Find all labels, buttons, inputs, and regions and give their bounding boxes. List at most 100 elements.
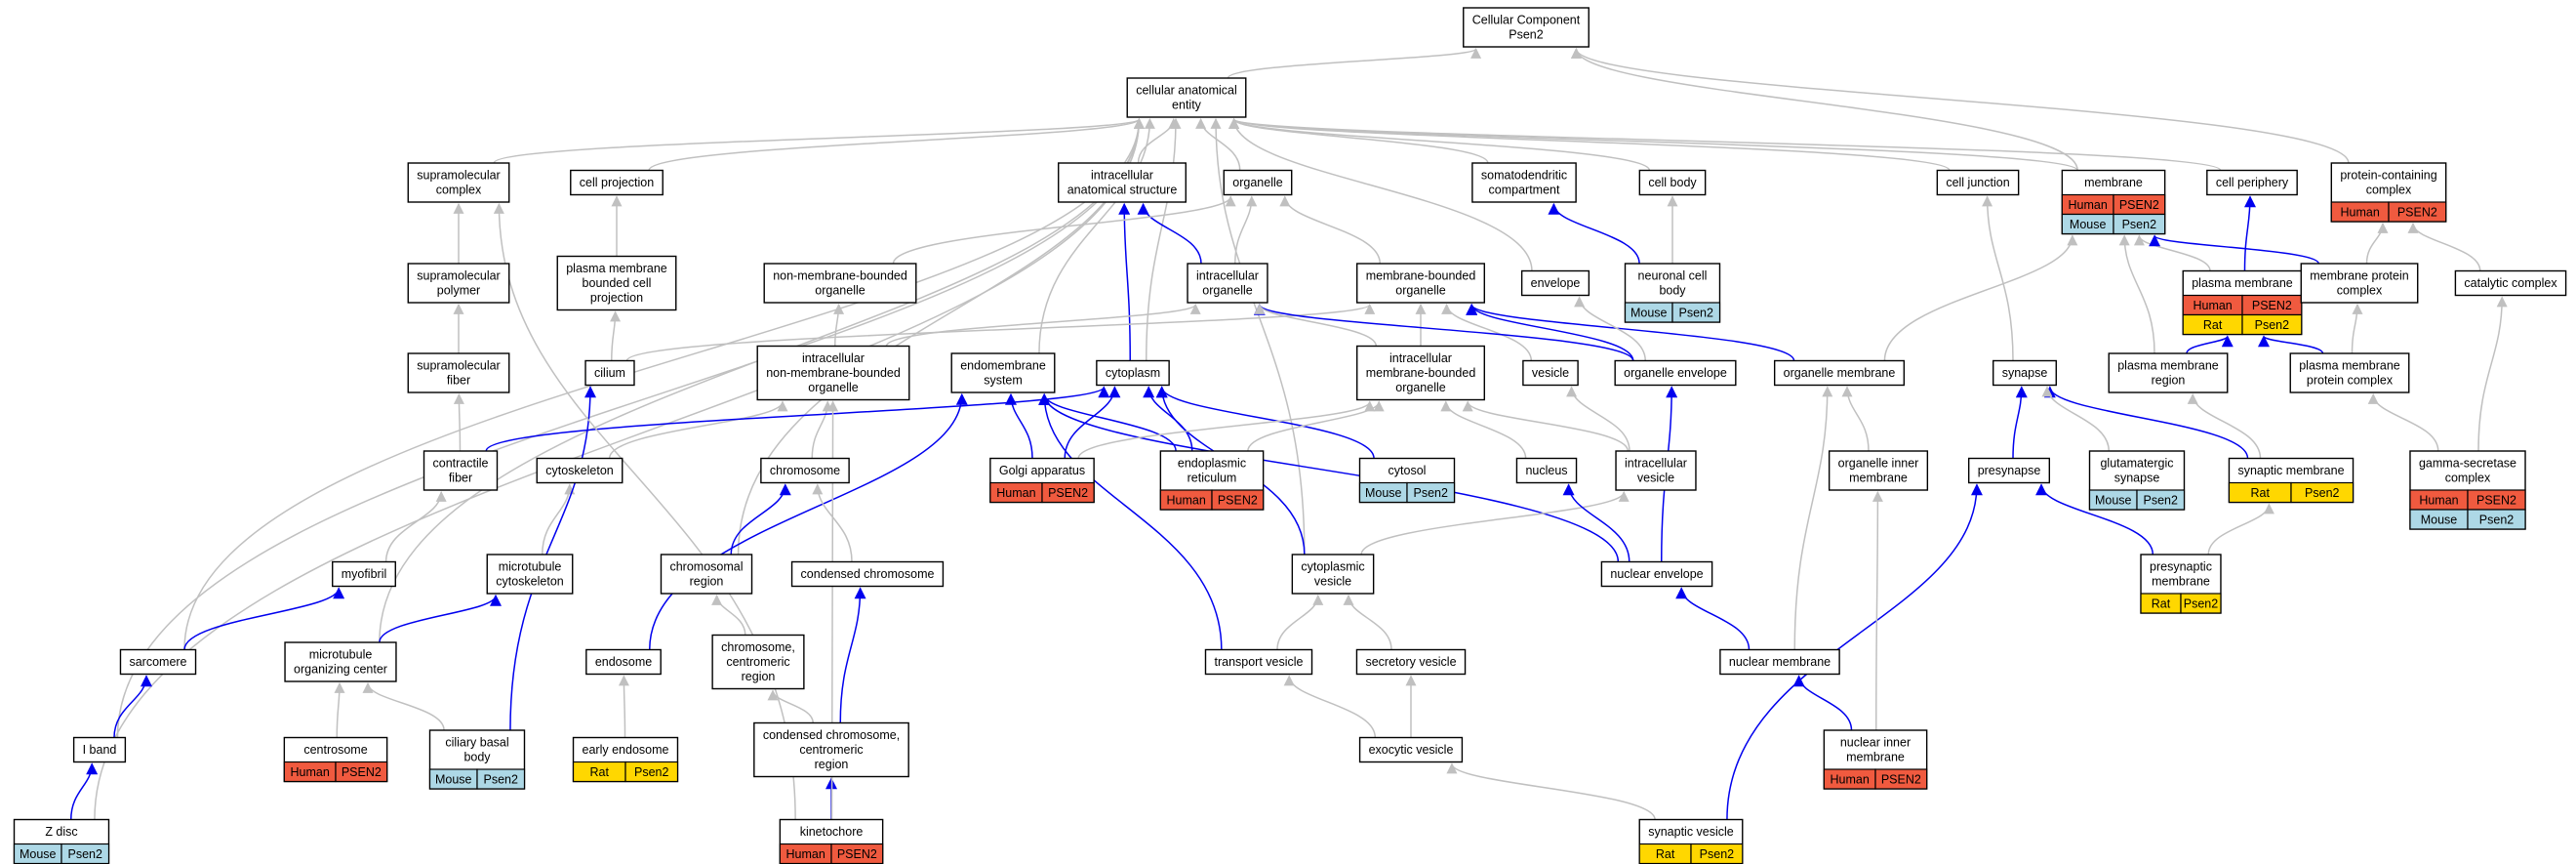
node-organelle[interactable]: organelle bbox=[1223, 169, 1293, 196]
node-label: endomembrane bbox=[960, 359, 1046, 373]
node-cell-body[interactable]: cell body bbox=[1638, 169, 1707, 196]
node-condensed-chromosome[interactable]: condensed chromosome bbox=[790, 560, 945, 588]
node-label: cytosol bbox=[1389, 464, 1427, 477]
node-label: centromeric bbox=[799, 743, 863, 757]
node-box bbox=[1773, 359, 1906, 387]
node-nuclear-membrane[interactable]: nuclear membrane bbox=[1719, 648, 1840, 676]
edge-is-a bbox=[1571, 47, 2350, 164]
node-intracell-non-mem[interactable]: intracellularnon-membrane-boundedorganel… bbox=[756, 345, 910, 401]
gene-label: PSEN2 bbox=[1881, 773, 1921, 787]
node-cell-periphery[interactable]: cell periphery bbox=[2206, 169, 2298, 196]
node-label: protein-containing bbox=[2340, 169, 2436, 183]
node-cytoplasm[interactable]: cytoplasm bbox=[1096, 359, 1170, 387]
node-box bbox=[1204, 648, 1313, 676]
species-label: Rat bbox=[2152, 597, 2171, 611]
node-box bbox=[763, 263, 917, 304]
node-sarcomere[interactable]: sarcomere bbox=[119, 648, 197, 676]
gene-label: Psen2 bbox=[68, 847, 102, 861]
edge-is-a bbox=[885, 303, 1201, 347]
node-cytoskeleton[interactable]: cytoskeleton bbox=[536, 457, 624, 484]
node-synapse[interactable]: synapse bbox=[1992, 359, 2057, 387]
edge-is-a bbox=[1210, 117, 1306, 555]
edge-is-a bbox=[1228, 117, 1651, 171]
edge-is-a bbox=[94, 117, 1145, 820]
edge-part-of bbox=[1064, 386, 1121, 459]
edge-is-a bbox=[833, 303, 845, 347]
node-catalytic-complex[interactable]: catalytic complex bbox=[2454, 269, 2567, 297]
edge-is-a bbox=[648, 117, 1145, 172]
node-cilium[interactable]: cilium bbox=[584, 359, 635, 387]
node-i-band[interactable]: I band bbox=[72, 736, 127, 763]
node-exocytic-vesicle[interactable]: exocytic vesicle bbox=[1358, 736, 1464, 763]
node-myofibril[interactable]: myofibril bbox=[332, 560, 396, 588]
node-organelle-envelope[interactable]: organelle envelope bbox=[1614, 359, 1737, 387]
node-secretory-vesicle[interactable]: secretory vesicle bbox=[1355, 648, 1467, 676]
species-label: Rat bbox=[2251, 486, 2271, 500]
edge-part-of bbox=[183, 587, 345, 650]
node-cell-junction[interactable]: cell junction bbox=[1936, 169, 2020, 196]
node-box bbox=[407, 263, 510, 304]
node-vesicle[interactable]: vesicle bbox=[1522, 359, 1579, 387]
edge-is-a bbox=[1276, 594, 1324, 650]
node-transport-vesicle[interactable]: transport vesicle bbox=[1204, 648, 1313, 676]
node-chromosome[interactable]: chromosome bbox=[760, 457, 850, 484]
edge-is-a bbox=[892, 195, 1236, 265]
node-nuclear-envelope[interactable]: nuclear envelope bbox=[1600, 560, 1713, 588]
node-organelle-membrane[interactable]: organelle membrane bbox=[1773, 359, 1906, 387]
node-endosome[interactable]: endosome bbox=[585, 648, 662, 676]
node-nucleus[interactable]: nucleus bbox=[1515, 457, 1578, 484]
node-label: organelle bbox=[808, 381, 858, 394]
node-presynapse[interactable]: presynapse bbox=[1967, 457, 2051, 484]
node-label: membrane bbox=[1849, 472, 1908, 485]
edge-is-a bbox=[610, 310, 622, 361]
node-box bbox=[536, 457, 624, 484]
node-box bbox=[284, 641, 397, 682]
node-cell-projection[interactable]: cell projection bbox=[570, 169, 664, 196]
node-envelope[interactable]: envelope bbox=[1520, 269, 1590, 297]
node-label: somatodendritic bbox=[1481, 169, 1567, 183]
